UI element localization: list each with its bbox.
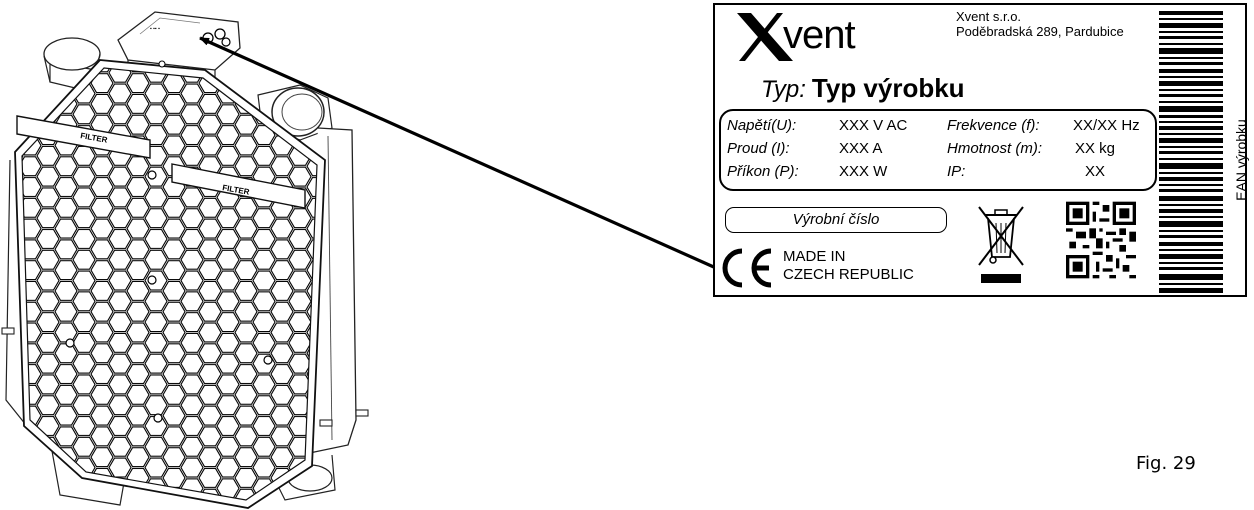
param-value: XXX A [839,140,883,157]
param-value: XX kg [1075,140,1116,157]
serial-number-box: Výrobní číslo [725,207,947,233]
param-value: XXX W [839,163,888,180]
param-value: XX/XX Hz [1073,117,1140,134]
param-label: Příkon (P): [727,163,799,180]
ventilation-unit-drawing: ▪ ▪▪ ▪ FILTER FILTER [1,11,369,509]
product-type: Typ:Typ výrobku [761,68,965,113]
param-label: Proud (I): [727,140,790,157]
barcode-icon [1159,11,1223,293]
type-value: Typ výrobku [811,73,965,103]
param-value: XX [1085,163,1106,180]
ce-mark-icon [722,248,772,288]
svg-text:▪ ▪▪ ▪: ▪ ▪▪ ▪ [150,26,160,32]
weee-bin-icon [978,206,1024,283]
company-address: Poděbradská 289, Pardubice [956,24,1124,39]
company-info: Xvent s.r.o. Poděbradská 289, Pardubice [956,9,1124,39]
param-label: Napětí(U): [727,117,797,134]
qr-code-icon [1066,201,1136,279]
param-label: Hmotnost (m): [947,140,1043,157]
ean-label: EAN výrobku [1233,119,1249,201]
electrical-params: Napětí(U): XXX V AC Proud (I): XXX A Pří… [719,109,1157,191]
param-value: XXX V AC [839,117,908,134]
xvent-logo: vent [733,9,873,65]
company-name: Xvent s.r.o. [956,9,1022,24]
figure-caption: Fig. 29 [1136,453,1196,474]
param-label: IP: [947,163,966,180]
origin-text: MADE IN CZECH REPUBLIC [783,248,914,284]
ean-label-container: EAN výrobku [1229,119,1253,201]
rating-label: vent Xvent s.r.o. Poděbradská 289, Pardu… [713,3,1249,297]
origin-line: MADE IN [783,248,846,265]
type-label: Typ: [761,76,806,103]
origin-line: CZECH REPUBLIC [783,266,914,283]
logo-text: vent [783,13,856,57]
param-label: Frekvence (f): [947,117,1040,134]
